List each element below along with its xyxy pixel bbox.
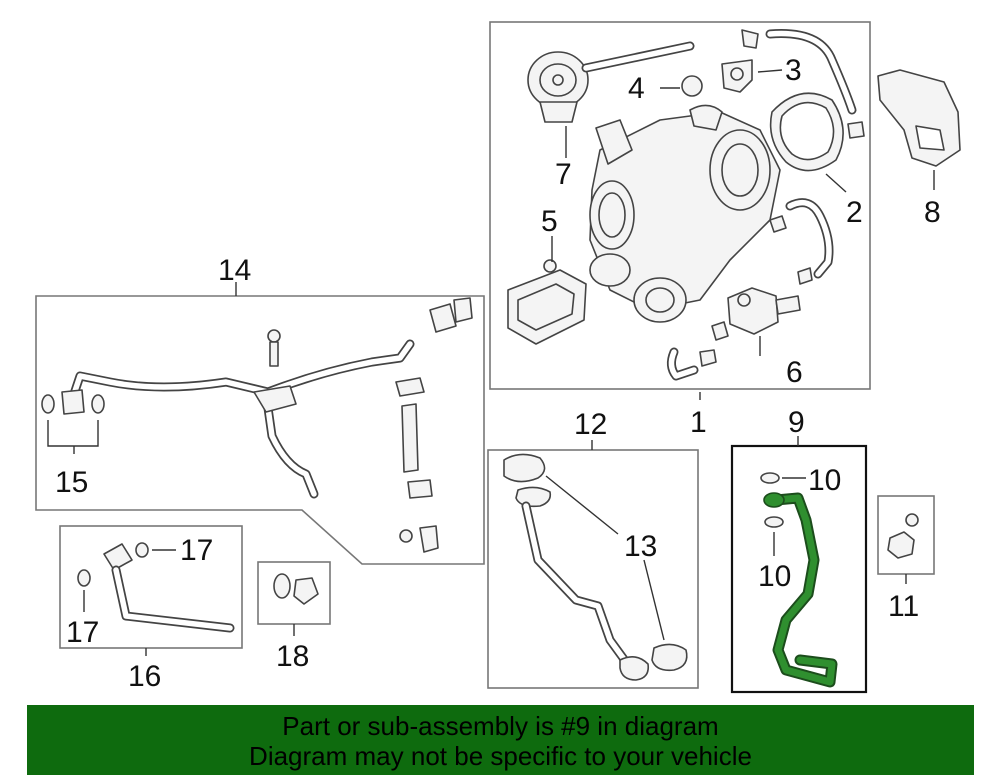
- solenoid-valve-6[interactable]: [711, 287, 801, 341]
- callout-6: 6: [786, 356, 803, 389]
- plug-18[interactable]: [273, 573, 319, 605]
- callout-9: 9: [788, 406, 805, 439]
- callout-4: 4: [628, 72, 645, 105]
- info-banner: Part or sub-assembly is #9 in diagram Di…: [27, 705, 974, 775]
- washers-10[interactable]: [760, 472, 784, 528]
- oil-return-pipe[interactable]: [503, 453, 688, 681]
- coolant-hose[interactable]: [785, 198, 834, 279]
- connector-hose[interactable]: [395, 297, 473, 553]
- pipe-16[interactable]: [103, 543, 235, 633]
- wastegate-actuator[interactable]: [527, 41, 695, 123]
- leader-13: [545, 475, 665, 641]
- leader-2: [825, 173, 847, 193]
- turbo-assembly-box: [489, 21, 871, 390]
- callout-11: 11: [888, 590, 919, 623]
- callout-12: 12: [574, 408, 607, 441]
- pipe-box-16: [59, 525, 243, 649]
- callout-17b: 17: [66, 616, 99, 649]
- banner-line-1: Part or sub-assembly is #9 in diagram: [282, 711, 719, 741]
- callout-10b: 10: [758, 560, 791, 593]
- callout-15: 15: [55, 466, 88, 499]
- banner-line-2: Diagram may not be specific to your vehi…: [249, 741, 752, 771]
- callout-7: 7: [555, 158, 572, 191]
- leader-15: [47, 420, 99, 454]
- gasket-2[interactable]: [769, 92, 844, 172]
- callout-14: 14: [218, 254, 251, 287]
- upper-hose[interactable]: [765, 29, 857, 115]
- highlight-box-9: [730, 444, 868, 694]
- oil-return-box: [487, 449, 699, 689]
- washers-15[interactable]: [41, 394, 105, 414]
- callout-18: 18: [276, 640, 309, 673]
- callout-2: 2: [846, 196, 863, 229]
- oil-pipe-box: [35, 295, 485, 565]
- callout-17a: 17: [180, 534, 213, 567]
- lower-hose[interactable]: [666, 347, 699, 381]
- callout-8: 8: [924, 196, 941, 229]
- callout-5: 5: [541, 205, 558, 238]
- callout-16: 16: [128, 660, 161, 693]
- oil-line-9[interactable]: [763, 492, 838, 688]
- clamp-right-2[interactable]: [797, 267, 813, 285]
- heat-shield-8[interactable]: [877, 69, 961, 167]
- callout-10a: 10: [808, 464, 841, 497]
- clamp-2[interactable]: [847, 121, 865, 139]
- electric-actuator-5[interactable]: [507, 259, 587, 345]
- leader-3: [757, 69, 783, 73]
- banjo-bolt-14[interactable]: [267, 329, 281, 367]
- turbocharger[interactable]: [589, 104, 781, 323]
- callout-3: 3: [785, 54, 802, 87]
- washers-17[interactable]: [77, 542, 149, 587]
- clamp-right[interactable]: [769, 215, 787, 233]
- callout-13: 13: [624, 530, 657, 563]
- oil-feed-pipe[interactable]: [61, 339, 415, 499]
- callout-1: 1: [690, 406, 707, 439]
- bolt-11[interactable]: [887, 513, 919, 559]
- o-ring-4[interactable]: [681, 75, 703, 97]
- clamp-lower[interactable]: [699, 349, 717, 367]
- fitting-3[interactable]: [721, 29, 759, 93]
